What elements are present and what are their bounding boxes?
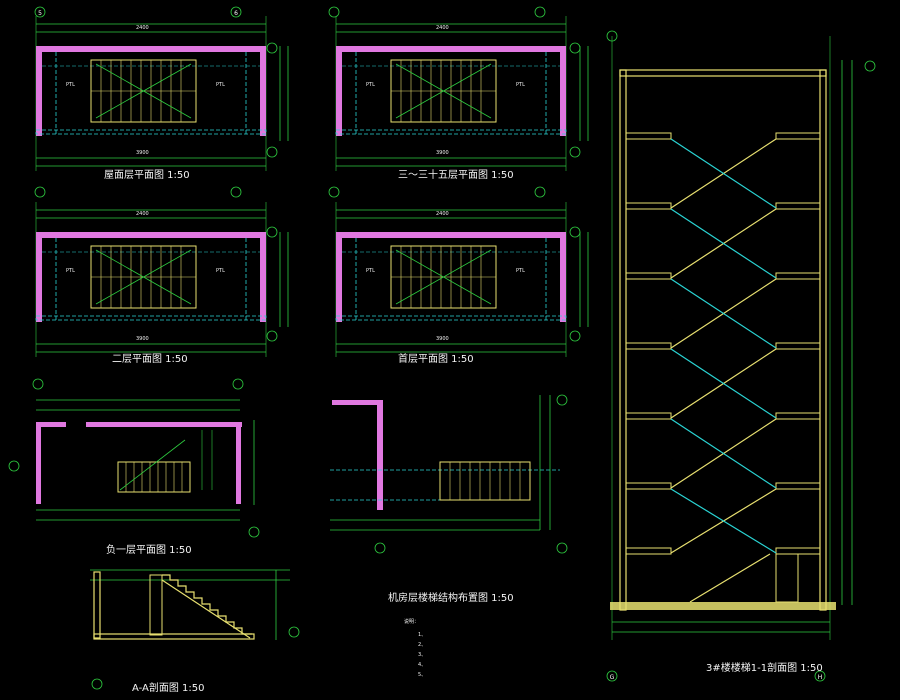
first-floor-plan-title: 首层平面图 1:50 [398, 352, 474, 365]
section-aa: A-A剖面图 1:50 [90, 569, 300, 694]
axis-label-left: G [610, 674, 615, 681]
second-floor-plan: 二层平面图 1:50 [34, 186, 289, 365]
note-item: 4、 [418, 662, 426, 668]
basement-plan-title: 负一层平面图 1:50 [106, 543, 192, 556]
axis-label-right: H [818, 674, 823, 681]
note-item: 5、 [418, 672, 426, 678]
note-item: 3、 [418, 652, 426, 658]
note-item: 1、 [418, 632, 426, 638]
floors-3-35-plan: 三～三十五层平面图 1:50 [328, 6, 589, 181]
first-floor-plan: 首层平面图 1:50 [328, 186, 589, 365]
axis-label-top-right: 6 [234, 10, 238, 17]
note-item: 2、 [418, 642, 426, 648]
notes-heading: 说明： [404, 618, 419, 625]
roof-plan-title: 屋面层平面图 1:50 [104, 169, 190, 181]
basement-plan: 负一层平面图 1:50 [8, 378, 260, 556]
stair-section-title: 3#楼楼梯1-1剖面图 1:50 [706, 661, 823, 674]
floors-3-35-plan-title: 三～三十五层平面图 1:50 [398, 168, 514, 181]
machine-room-layout: 机房层楼梯结构布置图 1:50 [330, 394, 568, 604]
notes-block: 说明： 1、 2、 3、 4、 5、 [404, 618, 426, 678]
stair-section: 3#楼楼梯1-1剖面图 1:50 [606, 30, 876, 682]
roof-plan: 屋面层平面图 1:50 [34, 6, 289, 181]
second-floor-plan-title: 二层平面图 1:50 [112, 353, 188, 365]
machine-room-layout-title: 机房层楼梯结构布置图 1:50 [388, 591, 514, 604]
axis-label-top-left: 5 [38, 10, 42, 17]
section-aa-title: A-A剖面图 1:50 [132, 681, 205, 694]
